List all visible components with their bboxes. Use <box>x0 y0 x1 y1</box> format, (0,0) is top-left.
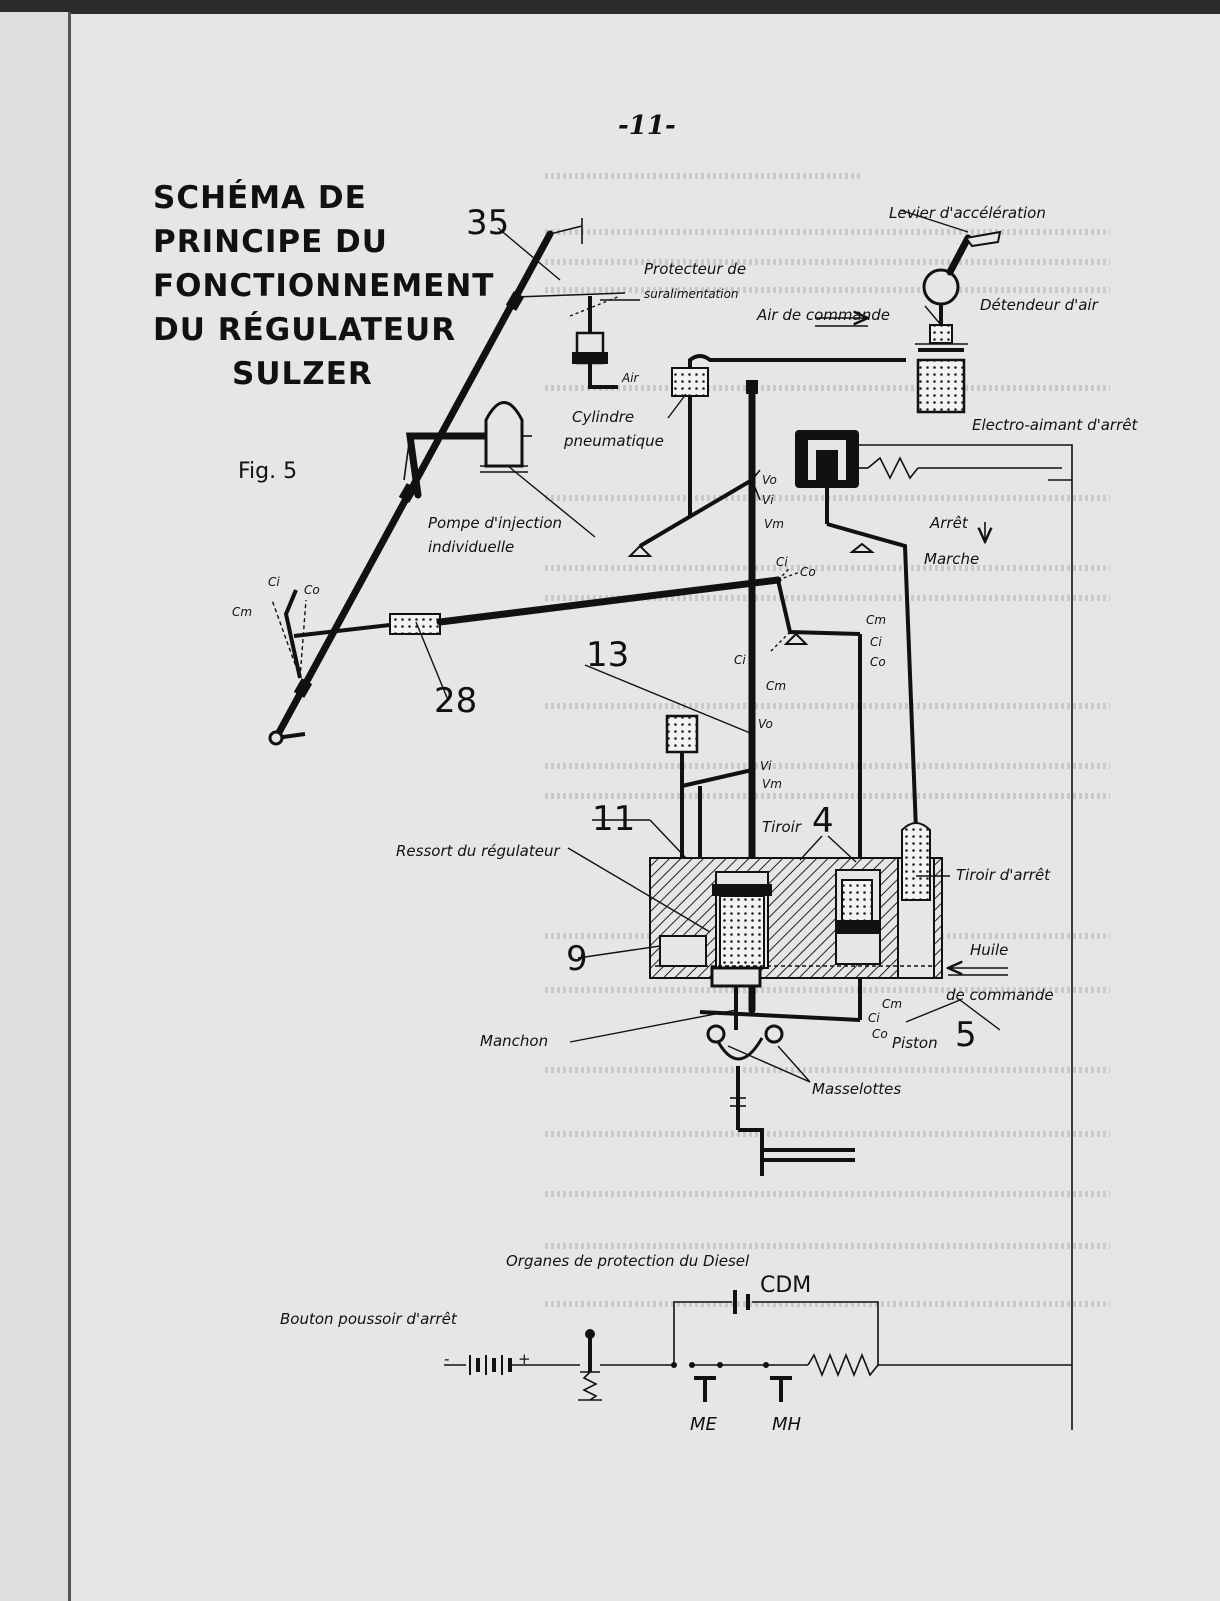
label-cylindre-2: pneumatique <box>563 432 664 450</box>
label-co-left: Co <box>304 583 320 597</box>
label-minus: - <box>444 1350 449 1368</box>
label-ci-bottom: Ci <box>868 1011 880 1025</box>
scan-left-margin <box>0 12 71 1601</box>
label-piston: Piston <box>892 1034 938 1052</box>
boost-protector <box>514 292 640 389</box>
label-9: 9 <box>566 939 588 979</box>
label-organes: Organes de protection du Diesel <box>506 1252 750 1270</box>
label-masselottes: Masselottes <box>812 1080 901 1098</box>
injection-pump <box>480 401 532 473</box>
diagram-title: SCHÉMA DE PRINCIPE DU FONCTIONNEMENT DU … <box>153 180 494 392</box>
label-ci-mid-low: Ci <box>734 653 746 667</box>
label-vm-lower: Vm <box>762 777 782 791</box>
label-ci-mid: Ci <box>776 555 788 569</box>
label-protecteur-1: Protecteur de <box>644 260 746 278</box>
label-11: 11 <box>592 799 635 839</box>
label-vm-upper: Vm <box>764 517 784 531</box>
scan-top-edge <box>0 0 1220 14</box>
label-cm-mid-low: Cm <box>766 679 786 693</box>
label-pompe-2: individuelle <box>428 538 514 556</box>
label-vo-lower: Vo <box>758 717 773 731</box>
label-4: 4 <box>812 801 834 841</box>
label-vo-upper: Vo <box>762 473 777 487</box>
label-de-commande: de commande <box>946 986 1054 1004</box>
air-pressure-reducer <box>915 230 1002 414</box>
pneumatic-cylinder <box>671 318 906 518</box>
label-ci-left: Ci <box>268 575 280 589</box>
title-line-2: PRINCIPE DU <box>153 224 388 260</box>
label-co-bottom: Co <box>872 1027 888 1041</box>
document-page <box>0 12 1220 1601</box>
label-cm-bottom: Cm <box>882 997 902 1011</box>
title-line-5: SULZER <box>232 356 373 392</box>
label-pompe-1: Pompe d'injection <box>428 514 562 532</box>
flyweights <box>706 1024 855 1176</box>
protection-circuit <box>444 1290 1072 1402</box>
page-number: -11- <box>618 111 676 141</box>
label-protecteur-2: suralimentation <box>644 287 739 301</box>
label-manchon: Manchon <box>480 1032 548 1050</box>
stop-lever <box>826 522 985 831</box>
title-line-1: SCHÉMA DE <box>153 180 367 216</box>
fuel-rack-linkage <box>268 218 782 746</box>
battery-symbol <box>469 1355 512 1375</box>
label-35: 35 <box>466 203 509 243</box>
label-co-right: Co <box>870 655 886 669</box>
label-cylindre-1: Cylindre <box>572 408 634 426</box>
label-cdm: CDM <box>760 1273 811 1298</box>
diagram-labels: 35 28 13 11 9 4 5 Levier d'accélération … <box>232 203 1138 1435</box>
label-huile: Huile <box>970 941 1008 959</box>
figure-label: Fig. 5 <box>238 459 297 484</box>
label-marche: Marche <box>924 550 979 568</box>
label-electro: Electro-aimant d'arrêt <box>972 416 1138 434</box>
label-vi-lower: Vi <box>760 759 772 773</box>
label-tiroir: Tiroir <box>762 818 802 836</box>
label-cm-left: Cm <box>232 605 252 619</box>
label-28: 28 <box>434 681 477 721</box>
label-air: Air <box>621 371 640 385</box>
bleed-through-lines <box>545 173 1110 1307</box>
label-arret: Arrêt <box>929 514 969 532</box>
label-air-commande: Air de commande <box>756 306 890 324</box>
label-5: 5 <box>955 1015 977 1055</box>
regulator-body <box>649 822 1008 1030</box>
callout-leaders <box>415 209 1001 1083</box>
label-plus: + <box>518 1350 531 1368</box>
stop-electromagnet <box>795 430 1073 1430</box>
label-bouton: Bouton poussoir d'arrêt <box>280 1310 458 1328</box>
push-button-symbol <box>578 1329 602 1401</box>
label-ressort: Ressort du régulateur <box>396 842 560 860</box>
label-me: ME <box>690 1414 718 1435</box>
title-line-4: DU RÉGULATEUR <box>153 312 456 348</box>
label-mh: MH <box>772 1414 802 1435</box>
label-ci-right: Ci <box>870 635 882 649</box>
label-detendeur: Détendeur d'air <box>980 296 1099 314</box>
label-tiroir-arret: Tiroir d'arrêt <box>956 866 1051 884</box>
label-co-mid: Co <box>800 565 816 579</box>
label-13: 13 <box>586 635 629 675</box>
label-cm-right: Cm <box>866 613 886 627</box>
title-line-3: FONCTIONNEMENT <box>153 268 494 304</box>
label-levier: Levier d'accélération <box>889 204 1046 222</box>
label-vi-upper: Vi <box>762 493 774 507</box>
